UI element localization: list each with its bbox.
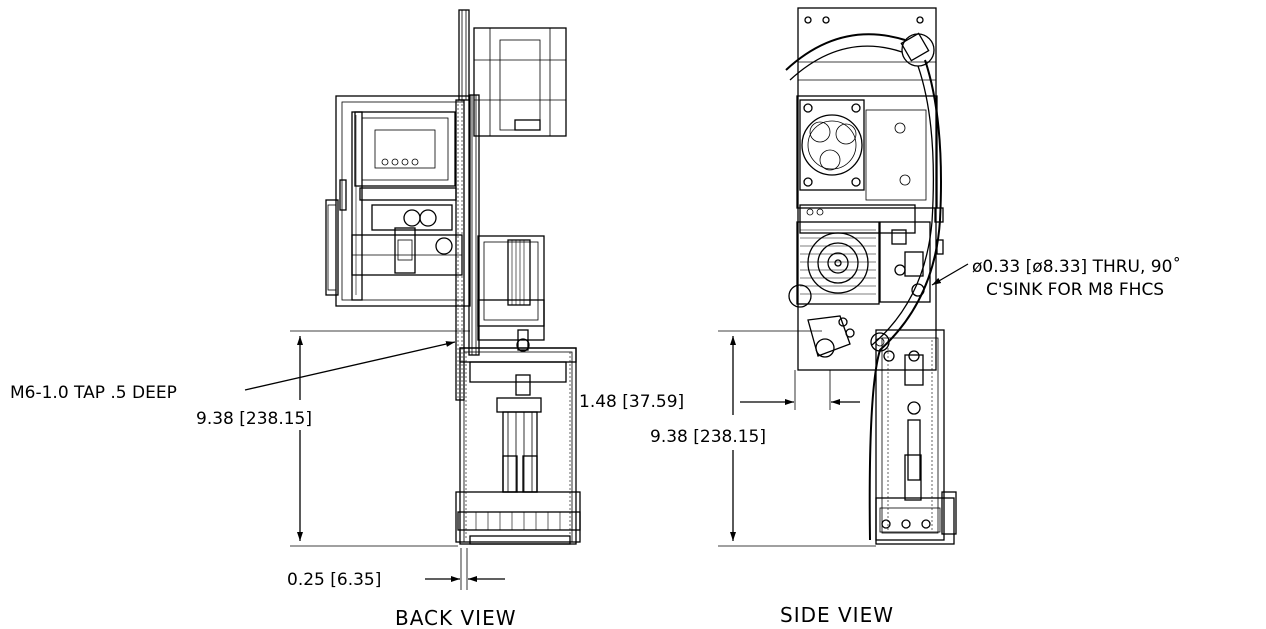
side-height-dimension: 9.38 [238.15] — [650, 427, 766, 447]
back-height-dimension: 9.38 [238.15] — [196, 409, 312, 429]
side-view-assembly — [785, 7, 957, 545]
back-view-title: BACK VIEW — [395, 606, 516, 629]
side-offset-dimension: 1.48 [37.59] — [579, 392, 684, 412]
side-view-dimensions — [718, 263, 969, 547]
side-view-title: SIDE VIEW — [780, 603, 894, 627]
hole-note-line1: ø0.33 [ø8.33] THRU, 90˚ — [972, 256, 1181, 277]
tap-note: M6-1.0 TAP .5 DEEP — [10, 383, 177, 403]
back-view-assembly — [325, 9, 581, 545]
hole-note-line2: C'SINK FOR M8 FHCS — [986, 280, 1164, 300]
back-view-dimensions — [244, 330, 505, 590]
back-offset-dimension: 0.25 [6.35] — [287, 570, 381, 590]
